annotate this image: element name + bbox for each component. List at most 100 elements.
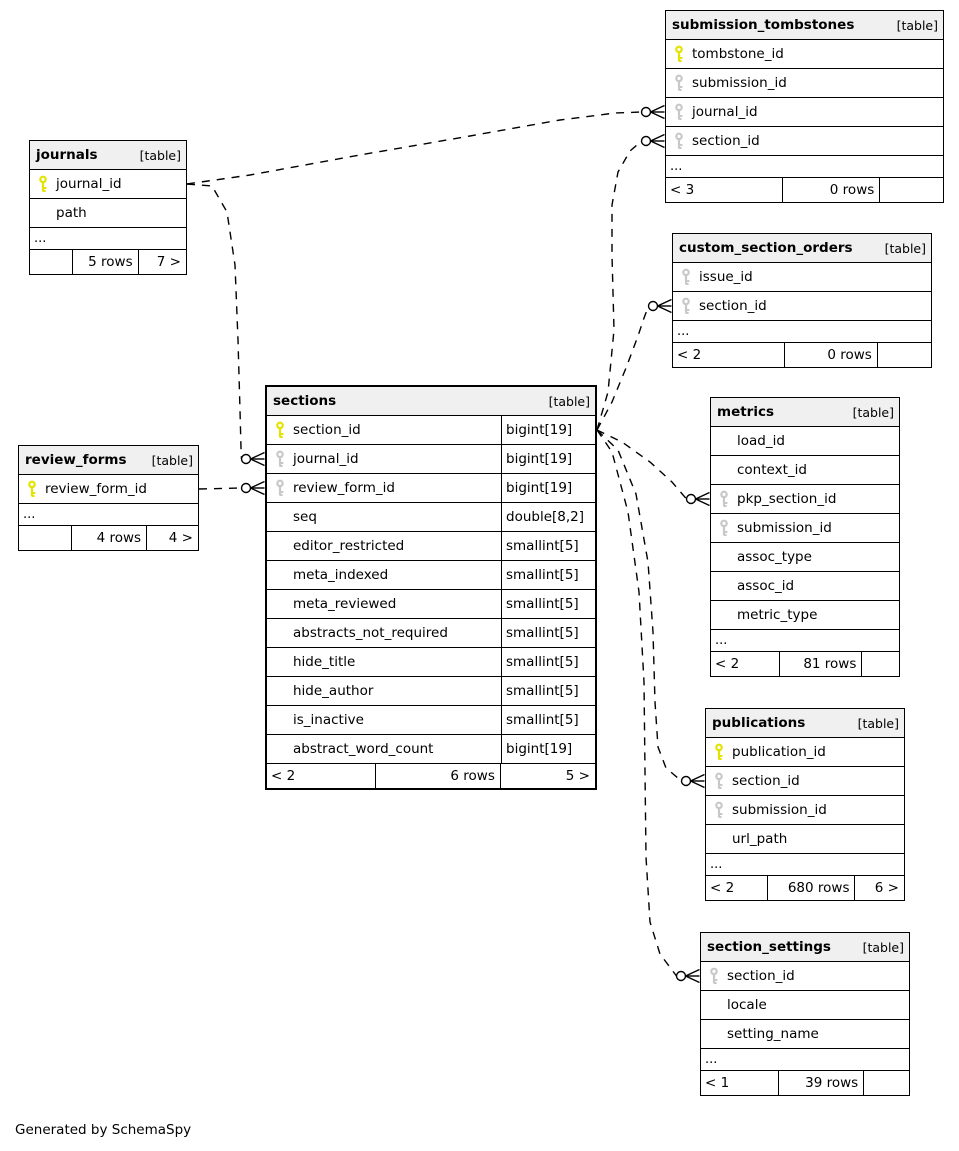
column-row: pkp_section_id: [711, 484, 899, 513]
relationship-edge: [596, 429, 678, 977]
column-main: editor_restricted: [267, 532, 501, 560]
foreign-key-icon: [720, 519, 728, 536]
table-name: section_settings: [707, 939, 831, 955]
column-main: load_id: [711, 427, 899, 455]
primary-key-icon: [39, 175, 47, 192]
crowfoot-connector: [240, 480, 265, 496]
column-name: section_id: [727, 968, 795, 984]
column-main: abstracts_not_required: [267, 619, 501, 647]
column-main: path: [30, 199, 186, 227]
table-header: review_forms[table]: [19, 446, 198, 474]
column-row: url_path: [706, 824, 904, 853]
relationship-edge: [596, 140, 642, 431]
footer-parents-count: [861, 652, 899, 676]
column-main: assoc_type: [711, 543, 899, 571]
table-name: custom_section_orders: [679, 240, 853, 256]
column-row: tombstone_id: [666, 39, 943, 68]
foreign-key-icon: [276, 450, 284, 467]
table-submission_tombstones[interactable]: submission_tombstones[table]tombstone_id…: [665, 10, 944, 203]
table-name: review_forms: [25, 452, 127, 468]
primary-key-icon: [276, 421, 284, 438]
column-name: seq: [293, 509, 317, 525]
key-slot: [267, 479, 293, 497]
key-slot: [673, 268, 699, 286]
column-row: publication_id: [706, 737, 904, 766]
column-name: pkp_section_id: [737, 491, 837, 507]
column-name: metric_type: [737, 607, 818, 623]
column-row: journal_id: [666, 97, 943, 126]
column-name: url_path: [732, 831, 788, 847]
column-name: submission_id: [737, 520, 832, 536]
table-name: journals: [36, 147, 98, 163]
column-row: meta_indexed smallint[5]: [267, 560, 595, 589]
column-type: double[8,2]: [501, 503, 595, 531]
column-name: editor_restricted: [293, 538, 405, 554]
ellipsis-row: ...: [711, 629, 899, 651]
primary-key-icon: [28, 480, 36, 497]
column-type: bigint[19]: [501, 474, 595, 502]
column-row: submission_id: [711, 513, 899, 542]
column-name: meta_indexed: [293, 567, 389, 583]
column-type: smallint[5]: [501, 677, 595, 705]
column-name: review_form_id: [45, 481, 147, 497]
column-main: submission_id: [666, 69, 943, 97]
table-type-tag: [table]: [548, 393, 590, 409]
column-main: section_id: [701, 962, 909, 990]
footer-row-count: 0 rows: [782, 178, 879, 202]
table-header: sections[table]: [267, 387, 595, 415]
key-slot: [706, 801, 732, 819]
primary-key-icon: [675, 45, 683, 62]
column-main: issue_id: [673, 263, 931, 291]
column-name: journal_id: [293, 451, 359, 467]
column-main: is_inactive: [267, 706, 501, 734]
footer-parents-count: [863, 1071, 909, 1095]
column-row: seq double[8,2]: [267, 502, 595, 531]
column-main: section_id: [673, 292, 931, 320]
column-name: review_form_id: [293, 480, 395, 496]
column-main: review_form_id: [267, 474, 501, 502]
key-slot: [666, 132, 692, 150]
column-name: assoc_type: [737, 549, 812, 565]
footer-parents-count: 7 >: [137, 250, 186, 274]
column-name: meta_reviewed: [293, 596, 397, 612]
key-slot: [701, 967, 727, 985]
table-review_forms[interactable]: review_forms[table]review_form_id...4 ro…: [18, 445, 199, 551]
column-main: abstract_word_count: [267, 735, 501, 763]
crowfoot-connector: [640, 104, 665, 120]
column-row: issue_id: [673, 262, 931, 291]
footer-children-count: < 2: [710, 880, 735, 896]
table-type-tag: [table]: [896, 17, 938, 33]
column-main: pkp_section_id: [711, 485, 899, 513]
column-row: review_form_id bigint[19]: [267, 473, 595, 502]
footer-row-count: 4 rows: [70, 526, 146, 550]
column-type: smallint[5]: [501, 648, 595, 676]
column-row: section_id: [706, 766, 904, 795]
column-row: locale: [701, 990, 909, 1019]
table-name: publications: [712, 715, 806, 731]
foreign-key-icon: [675, 74, 683, 91]
footer-row-count: 6 rows: [375, 764, 500, 788]
crowfoot-connector: [640, 133, 665, 149]
column-name: path: [56, 205, 87, 221]
table-header: custom_section_orders[table]: [673, 234, 931, 262]
crowfoot-connector: [685, 491, 710, 507]
ellipsis-row: ...: [701, 1048, 909, 1070]
footer-parents-count: [876, 343, 931, 367]
column-type: smallint[5]: [501, 561, 595, 589]
table-header: metrics[table]: [711, 398, 899, 426]
column-row: section_id: [666, 126, 943, 155]
column-name: submission_id: [692, 75, 787, 91]
